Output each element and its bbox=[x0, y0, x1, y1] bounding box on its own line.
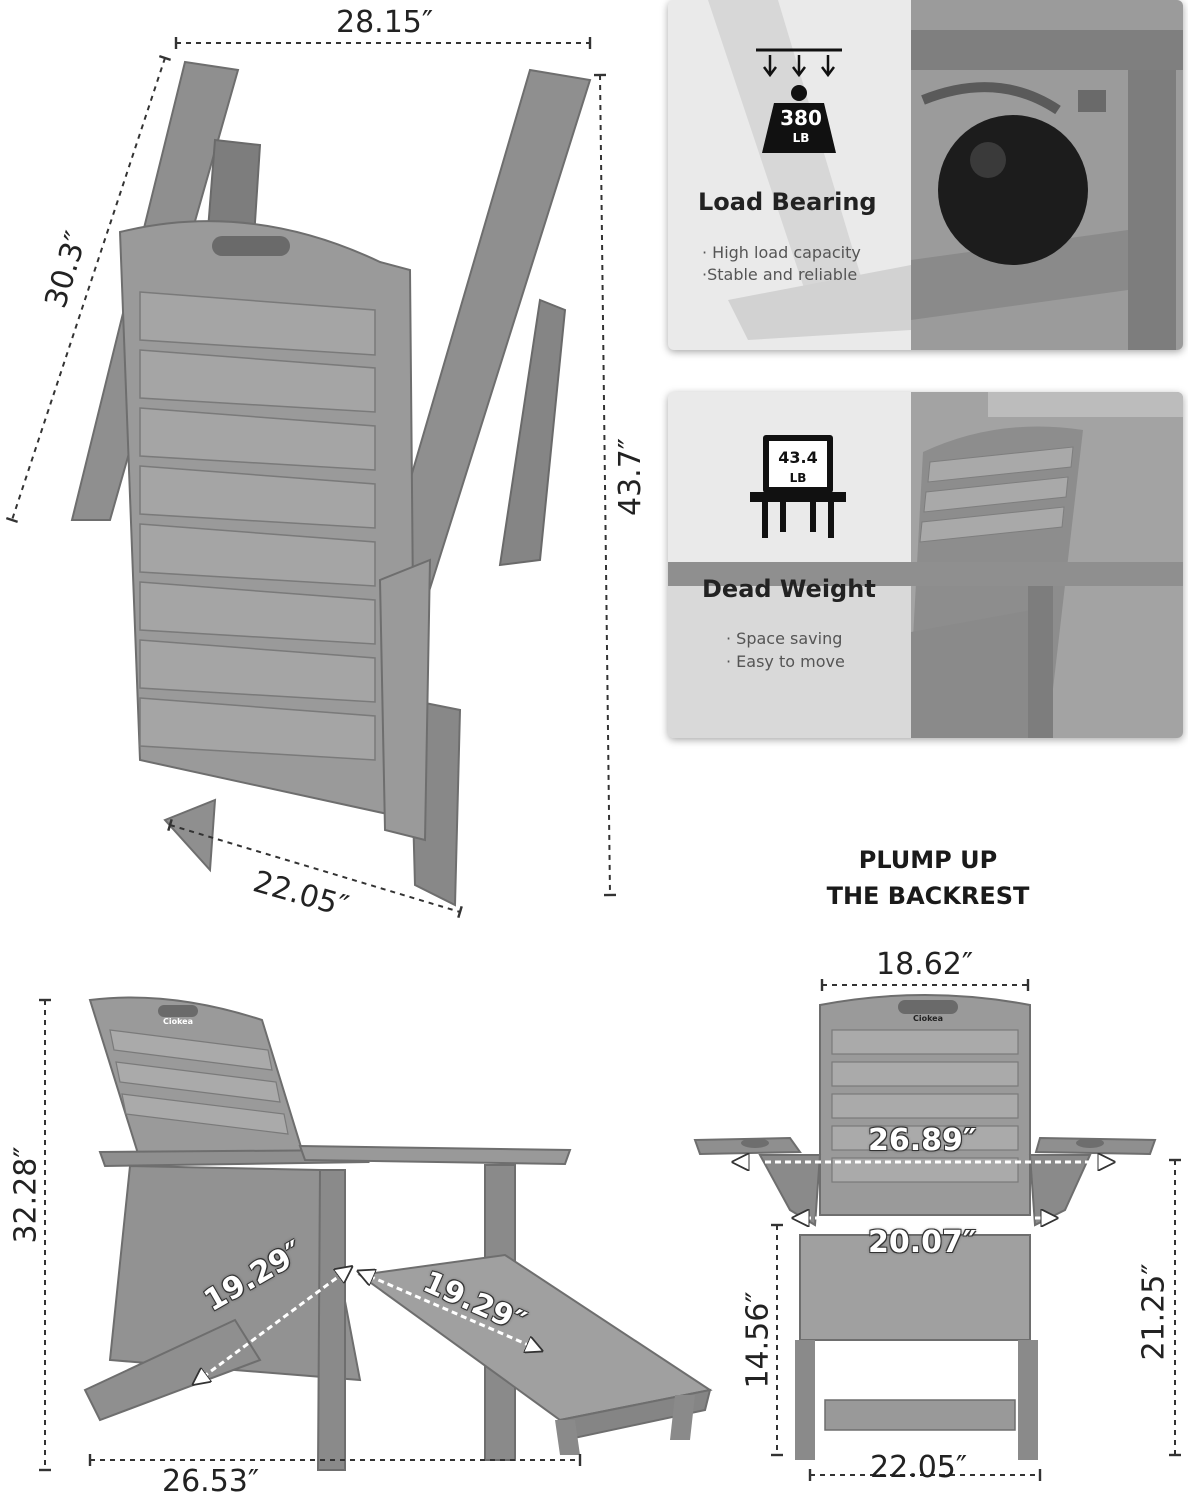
front-heading-line2: THE BACKREST bbox=[826, 882, 1030, 910]
front-brand-label: Ciokea bbox=[912, 1014, 944, 1023]
front-inner-arrows bbox=[735, 1162, 1112, 1218]
side-height-label: 32.28″ bbox=[8, 1146, 44, 1244]
front-heading-line1: PLUMP UP bbox=[858, 846, 998, 874]
dead-weight-panel: 43.4 LB Dead Weight · Space saving · Eas… bbox=[668, 392, 1183, 738]
weight-bullet-1: · Space saving bbox=[726, 629, 843, 648]
seat-width-label: 20.07″ bbox=[868, 1225, 977, 1260]
side-inner-arrows bbox=[195, 1268, 540, 1383]
load-bullet-1: · High load capacity bbox=[702, 243, 861, 262]
dead-weight-photo bbox=[668, 392, 1183, 738]
load-badge-value: 380 bbox=[780, 106, 822, 130]
backrest-width-label: 18.62″ bbox=[876, 947, 974, 982]
side-brand-label: Ciokea bbox=[162, 1017, 194, 1026]
chair-weight-icon bbox=[750, 435, 846, 538]
arm-height-label: 21.25″ bbox=[1136, 1263, 1172, 1361]
load-bearing-panel: 380 LB Load Bearing · High load capacity… bbox=[668, 0, 1183, 350]
folded-dimension-lines bbox=[5, 37, 617, 919]
side-chair-illustration bbox=[83, 996, 713, 1471]
load-badge-unit: LB bbox=[792, 131, 810, 145]
load-bullet-2: ·Stable and reliable bbox=[702, 265, 858, 284]
top-width-label: 28.15″ bbox=[336, 5, 434, 40]
weight-badge-unit: LB bbox=[789, 471, 807, 485]
weight-bullet-2: · Easy to move bbox=[726, 652, 845, 671]
height-label: 43.7″ bbox=[613, 437, 649, 517]
load-bearing-photo bbox=[708, 0, 1183, 350]
weight-down-arrows-icon bbox=[756, 48, 842, 153]
front-dimension-lines bbox=[771, 979, 1181, 1481]
load-bearing-title: Load Bearing bbox=[698, 188, 877, 216]
side-dimension-lines bbox=[39, 998, 582, 1472]
ottoman-height-label: 14.56″ bbox=[740, 1291, 776, 1389]
weight-badge-value: 43.4 bbox=[778, 448, 818, 467]
side-depth-label: 26.53″ bbox=[162, 1464, 260, 1499]
folded-chair-illustration bbox=[70, 60, 592, 907]
dead-weight-title: Dead Weight bbox=[702, 575, 876, 603]
arm-span-label: 26.89″ bbox=[868, 1123, 977, 1158]
ottoman-width-label: 22.05″ bbox=[870, 1450, 968, 1485]
